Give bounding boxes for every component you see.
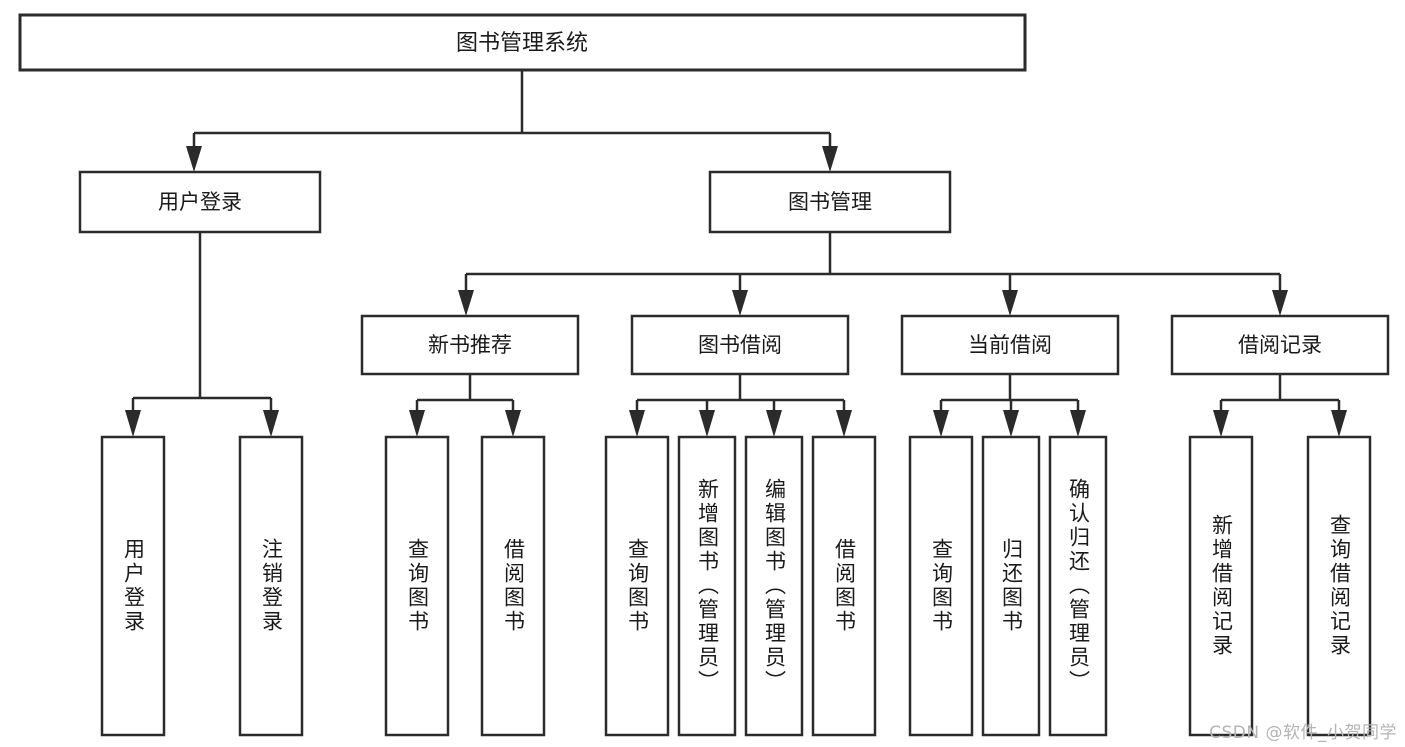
node-user-login-box[interactable]	[78, 170, 322, 234]
node-borrow-record-box[interactable]	[1170, 314, 1390, 376]
leaf-logout-box[interactable]	[238, 435, 304, 737]
leaf-add-borrow-record-box[interactable]	[1188, 435, 1254, 737]
arrow-head-bookmanage	[822, 146, 838, 172]
leaf-user-login-box[interactable]	[100, 435, 166, 737]
node-new-book-recommend-label: 新书推荐	[428, 333, 512, 357]
leaf-query-book-1-box[interactable]	[384, 435, 450, 737]
arrow-head-leaf-query-book-1	[409, 410, 425, 437]
arrow-head-leaf-logout	[263, 410, 279, 437]
arrow-head-userlogin	[186, 146, 202, 172]
arrow-head-leaf-query-book-3	[933, 410, 949, 437]
node-root-label: 图书管理系统	[456, 31, 588, 56]
node-borrow-record-label: 借阅记录	[1238, 333, 1322, 357]
leaf-query-book-3-box[interactable]	[908, 435, 974, 737]
node-new-book-recommend-box[interactable]	[360, 314, 580, 376]
node-user-login-label: 用户登录	[158, 190, 242, 214]
leaf-edit-book-admin-box[interactable]	[744, 435, 804, 737]
arrow-head-book-borrow	[732, 290, 748, 316]
leaf-borrow-book-1-box[interactable]	[480, 435, 546, 737]
node-root[interactable]: 图书管理系统	[18, 13, 1027, 72]
node-root-box[interactable]	[18, 13, 1027, 72]
leaf-query-borrow-record-box[interactable]	[1306, 435, 1372, 737]
node-book-manage-label: 图书管理	[788, 190, 872, 214]
leaf-node-layer	[100, 435, 1372, 737]
node-new-book-recommend[interactable]: 新书推荐	[360, 314, 580, 376]
arrow-head-leaf-query-book-2	[629, 410, 645, 437]
leaf-add-book-admin-box[interactable]	[677, 435, 737, 737]
node-book-manage[interactable]: 图书管理	[708, 170, 952, 234]
leaf-return-book-box[interactable]	[981, 435, 1041, 737]
leaf-query-book-2-box[interactable]	[604, 435, 670, 737]
leaf-confirm-return-admin-box[interactable]	[1048, 435, 1108, 737]
node-book-manage-box[interactable]	[708, 170, 952, 234]
arrow-head-leaf-edit-book-admin	[766, 410, 782, 437]
node-borrow-record[interactable]: 借阅记录	[1170, 314, 1390, 376]
arrow-head-leaf-user-login	[125, 410, 141, 437]
arrow-head-current-borrow	[1002, 290, 1018, 316]
leaf-borrow-book-2-box[interactable]	[811, 435, 877, 737]
node-current-borrow[interactable]: 当前借阅	[900, 314, 1120, 376]
node-book-borrow[interactable]: 图书借阅	[630, 314, 850, 376]
arrow-head-leaf-query-borrow-record	[1331, 410, 1347, 437]
connector-layer	[125, 70, 1347, 437]
arrow-head-leaf-confirm-return-admin	[1070, 410, 1086, 437]
arrow-head-leaf-add-book-admin	[699, 410, 715, 437]
node-current-borrow-label: 当前借阅	[968, 333, 1052, 357]
arrow-head-leaf-borrow-book-1	[505, 410, 521, 437]
arrow-head-new-book-recommend	[458, 290, 474, 316]
arrow-head-borrow-record	[1272, 290, 1288, 316]
arrow-head-leaf-return-book	[1003, 410, 1019, 437]
watermark-text: CSDN @软件_小贺同学	[1209, 723, 1397, 743]
arrow-head-leaf-borrow-book-2	[836, 410, 852, 437]
node-book-borrow-label: 图书借阅	[698, 333, 782, 357]
arrow-head-leaf-add-borrow-record	[1213, 410, 1229, 437]
node-book-borrow-box[interactable]	[630, 314, 850, 376]
node-current-borrow-box[interactable]	[900, 314, 1120, 376]
node-user-login[interactable]: 用户登录	[78, 170, 322, 234]
